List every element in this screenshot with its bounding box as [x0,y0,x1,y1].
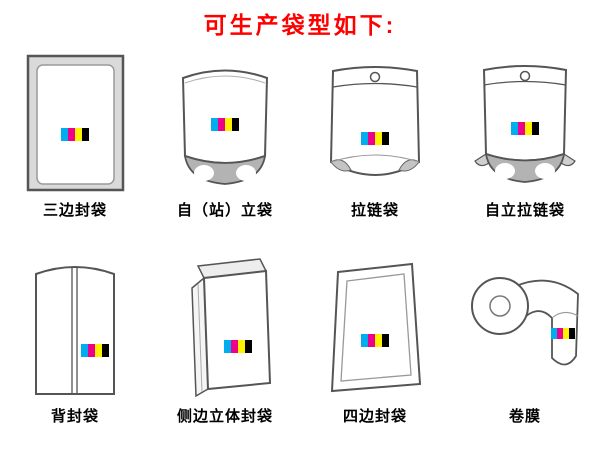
roll-film-icon [471,277,579,366]
cmyk-swatch [224,340,231,353]
cmyk-print-mark [224,340,252,353]
bag-item-three-side-seal: 三边封袋 [0,48,150,220]
bag-label: 拉链袋 [350,202,399,219]
bag-art [450,48,600,198]
bag-label: 侧边立体封袋 [176,408,273,425]
page-title: 可生产袋型如下: [203,12,397,38]
cmyk-swatch [218,118,225,131]
bag-art [0,244,150,404]
back-seal-bag-icon [35,266,115,395]
cmyk-swatch [518,122,525,135]
cmyk-swatch [88,344,95,357]
bag-art [150,48,300,198]
cmyk-swatch [368,132,375,145]
bag-item-side-gusset: 侧边立体封袋 [150,244,300,426]
bag-label: 三边封袋 [42,202,107,219]
cmyk-print-mark [511,122,539,135]
bag-label: 四边封袋 [342,408,407,425]
cmyk-print-mark [211,118,239,131]
cmyk-swatch [95,344,102,357]
bag-item-roll-film: 卷膜 [450,244,600,426]
cmyk-print-mark [551,328,575,339]
cmyk-print-mark [61,128,89,141]
bag-item-stand-up: 自（站）立袋 [150,48,300,220]
cmyk-print-mark [81,344,109,357]
cmyk-swatch [375,334,382,347]
side-gusset-bag-icon [191,258,272,398]
bag-label: 自（站）立袋 [176,202,273,219]
cmyk-swatch [569,328,575,339]
bag-item-four-side-seal: 四边封袋 [300,244,450,426]
bag-art [300,48,450,198]
cmyk-swatch [361,132,368,145]
cmyk-swatch [557,328,563,339]
cmyk-print-mark [361,132,389,145]
cmyk-swatch [375,132,382,145]
cmyk-swatch [225,118,232,131]
cmyk-swatch [532,122,539,135]
bag-label: 背封袋 [50,408,99,425]
bag-label: 自立拉链袋 [484,202,565,219]
cmyk-swatch [68,128,75,141]
cmyk-swatch [361,334,368,347]
bag-art [450,244,600,404]
cmyk-swatch [82,128,89,141]
bag-art [150,244,300,404]
cmyk-swatch [102,344,109,357]
four-side-seal-bag-icon [330,262,422,393]
stand-up-zipper-bag-icon [474,65,576,183]
bag-grid: 三边封袋 自（站）立袋 [0,48,600,426]
cmyk-swatch [81,344,88,357]
cmyk-swatch [75,128,82,141]
cmyk-swatch [551,328,557,339]
cmyk-swatch [231,340,238,353]
bag-item-back-seal: 背封袋 [0,244,150,426]
cmyk-swatch [368,334,375,347]
cmyk-swatch [238,340,245,353]
cmyk-swatch [525,122,532,135]
zipper-bag-icon [329,66,421,177]
bag-item-zipper: 拉链袋 [300,48,450,220]
cmyk-swatch [245,340,252,353]
cmyk-swatch [211,118,218,131]
three-side-seal-bag-icon [26,54,125,192]
bag-label: 卷膜 [508,408,541,425]
cmyk-swatch [382,334,389,347]
bag-art [0,48,150,198]
cmyk-print-mark [361,334,389,347]
bag-item-stand-up-zipper: 自立拉链袋 [450,48,600,220]
cmyk-swatch [232,118,239,131]
cmyk-swatch [511,122,518,135]
cmyk-swatch [563,328,569,339]
bag-art [300,244,450,404]
cmyk-swatch [61,128,68,141]
cmyk-swatch [382,132,389,145]
stand-up-pouch-icon [181,69,269,185]
